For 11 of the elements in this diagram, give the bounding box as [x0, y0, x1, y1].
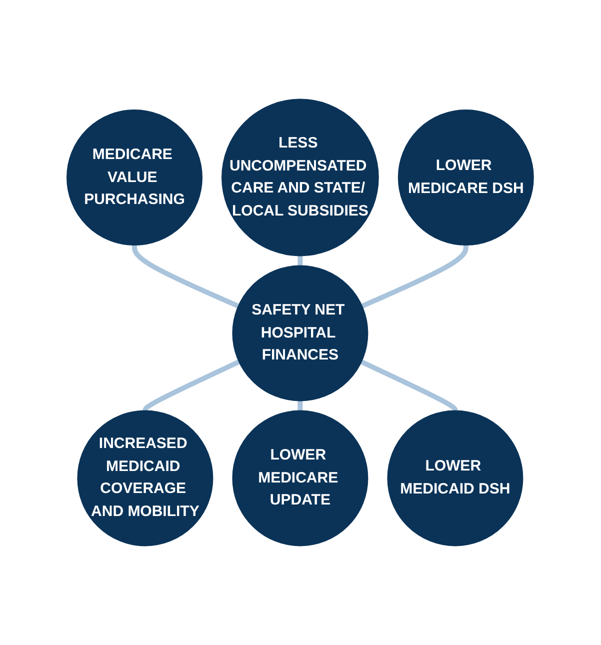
node-circle: LOWER MEDICARE DSH: [398, 110, 534, 246]
node-circle: LOWER MEDICARE UPDATE: [232, 410, 368, 546]
connector: [298, 399, 303, 412]
connector: [143, 360, 240, 412]
node-circle: SAFETY NET HOSPITAL FINANCES: [232, 265, 368, 402]
node-circle: INCREASED MEDICAID COVERAGE AND MOBILITY: [78, 410, 214, 546]
connector: [298, 254, 303, 268]
node-circle: MEDICARE VALUE PURCHASING: [66, 110, 203, 246]
connector: [360, 360, 458, 412]
node-circle: LOWER MEDICAID DSH: [388, 410, 524, 546]
node-circle: LESS UNCOMPENSATED CARE AND STATE/ LOCAL SUBSIDIES: [222, 98, 380, 256]
